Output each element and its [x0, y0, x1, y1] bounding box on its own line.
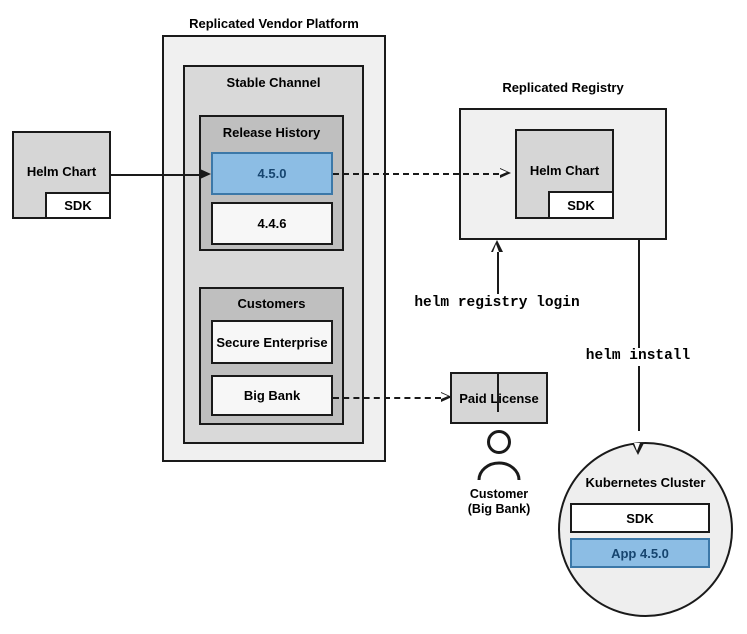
cluster-component-app[interactable]: App 4.5.0: [570, 538, 710, 568]
stable-channel-label: Stable Channel: [226, 75, 321, 90]
release-version-label: 4.5.0: [257, 166, 287, 181]
cluster-component-label: App 4.5.0: [611, 545, 669, 561]
arrow-head-registry-to-cluster: [632, 443, 644, 455]
customer-actor-caption-line2: (Big Bank): [467, 502, 531, 516]
registry-helm-chart-label: Helm Chart: [529, 163, 600, 178]
customer-actor-caption: Customer (Big Bank): [429, 487, 569, 517]
registry-title: Replicated Registry: [502, 80, 624, 95]
registry-sdk-box[interactable]: SDK: [548, 191, 614, 219]
platform-title: Replicated Vendor Platform: [189, 16, 359, 31]
connector-license-to-registry-lower: [497, 372, 499, 412]
person-icon: [471, 430, 527, 482]
customer-item-big-bank[interactable]: Big Bank: [211, 375, 333, 416]
release-version-label: 4.4.6: [257, 216, 287, 231]
kubernetes-cluster-label: Kubernetes Cluster: [585, 475, 706, 490]
connector-registry-to-cluster-upper: [638, 240, 640, 348]
arrow-head-license-to-registry: [491, 240, 503, 252]
customer-item-secure-enterprise[interactable]: Secure Enterprise: [211, 320, 333, 364]
customer-name-label: Big Bank: [243, 388, 301, 403]
release-item-4-5-0[interactable]: 4.5.0: [211, 152, 333, 195]
source-helm-chart-label: Helm Chart: [26, 164, 97, 179]
connector-license-to-registry-upper: [497, 252, 499, 294]
source-sdk-box[interactable]: SDK: [45, 192, 111, 219]
paid-license-box[interactable]: Paid License: [450, 372, 548, 424]
connector-chart-to-release: [111, 174, 200, 176]
arrow-head-chart-to-release: [200, 168, 211, 179]
connector-bigbank-to-license: [333, 397, 441, 399]
arrow-head-bigbank-to-license: [441, 391, 452, 402]
helm-install-label: helm install: [585, 348, 691, 364]
arrow-head-release-to-registry: [500, 167, 511, 178]
connector-release-to-registry: [333, 173, 499, 175]
customer-actor-caption-line1: Customer: [469, 487, 529, 501]
release-history-label: Release History: [222, 125, 321, 140]
release-item-4-4-6[interactable]: 4.4.6: [211, 202, 333, 245]
customer-name-label: Secure Enterprise: [216, 334, 328, 350]
customers-label: Customers: [237, 296, 306, 311]
helm-registry-login-label: helm registry login: [414, 295, 580, 311]
registry-sdk-label: SDK: [567, 197, 595, 213]
cluster-component-sdk[interactable]: SDK: [570, 503, 710, 533]
cluster-component-label: SDK: [626, 510, 654, 526]
connector-registry-to-cluster-lower: [638, 366, 640, 431]
source-sdk-label: SDK: [64, 198, 92, 213]
